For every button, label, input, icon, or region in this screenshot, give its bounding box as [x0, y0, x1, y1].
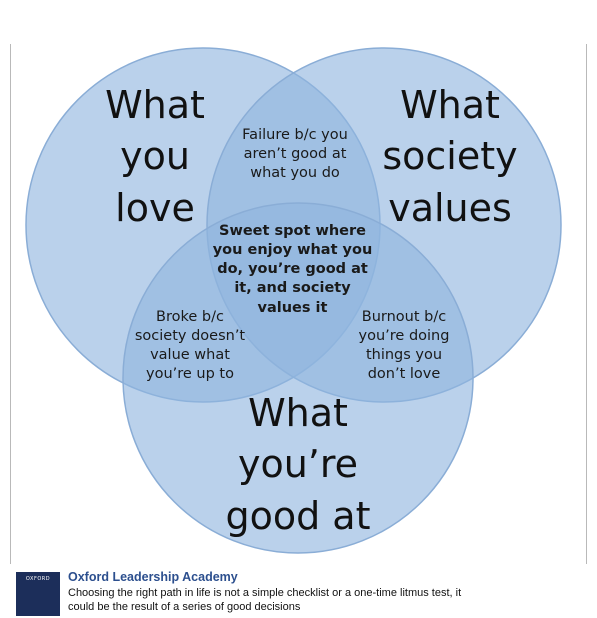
circle-what-youre-good-at [122, 202, 474, 554]
label-love-good-overlap: Broke b/c society doesn’t value what you… [120, 308, 260, 385]
label-line: love [115, 185, 195, 230]
label-line: things you [365, 347, 443, 364]
label-line: values it [257, 299, 328, 316]
oxford-leadership-logo: OXFORD [16, 572, 60, 616]
label-line: good at [225, 493, 371, 538]
label-sweet-spot: Sweet spot where you enjoy what you do, … [205, 222, 380, 318]
footer-description: Choosing the right path in life is not a… [68, 587, 462, 613]
label-line: what you do [250, 165, 340, 182]
label-line: What [105, 83, 205, 127]
organization-name: Oxford Leadership Academy [68, 570, 238, 584]
label-line: Burnout b/c [361, 309, 447, 325]
label-line: What [400, 83, 500, 127]
venn-diagram [25, 47, 562, 554]
label-line: you enjoy what you [212, 242, 373, 259]
label-line: Broke b/c [156, 309, 224, 325]
label-line: you’re up to [146, 366, 234, 383]
label-line: you’re doing [358, 328, 450, 345]
label-line: you [120, 134, 190, 179]
label-line: society [382, 134, 518, 179]
label-line: you’re [237, 442, 359, 487]
label-line: aren’t good at [243, 146, 347, 163]
label-line: it, and society [234, 280, 351, 297]
label-line: society doesn’t [134, 328, 246, 345]
footer: OXFORD Oxford Leadership Academy Choosin… [10, 566, 587, 618]
frame-left-edge [10, 44, 11, 564]
label-what-you-love: What you love [90, 80, 220, 234]
label-line: value what [150, 347, 230, 364]
label-line: Sweet spot where [219, 223, 366, 239]
logo-text: OXFORD [25, 576, 51, 582]
label-line: values [388, 185, 512, 230]
label-what-society-values: What society values [360, 80, 540, 234]
label-love-society-overlap: Failure b/c you aren’t good at what you … [220, 126, 370, 183]
label-line: What [248, 391, 348, 435]
label-line: do, you’re good at [217, 261, 368, 278]
label-society-good-overlap: Burnout b/c you’re doing things you don’… [334, 308, 474, 385]
frame-right-edge [586, 44, 587, 564]
label-line: don’t love [367, 366, 441, 383]
label-line: Failure b/c you [242, 127, 348, 143]
label-what-youre-good-at: What you’re good at [213, 388, 383, 542]
